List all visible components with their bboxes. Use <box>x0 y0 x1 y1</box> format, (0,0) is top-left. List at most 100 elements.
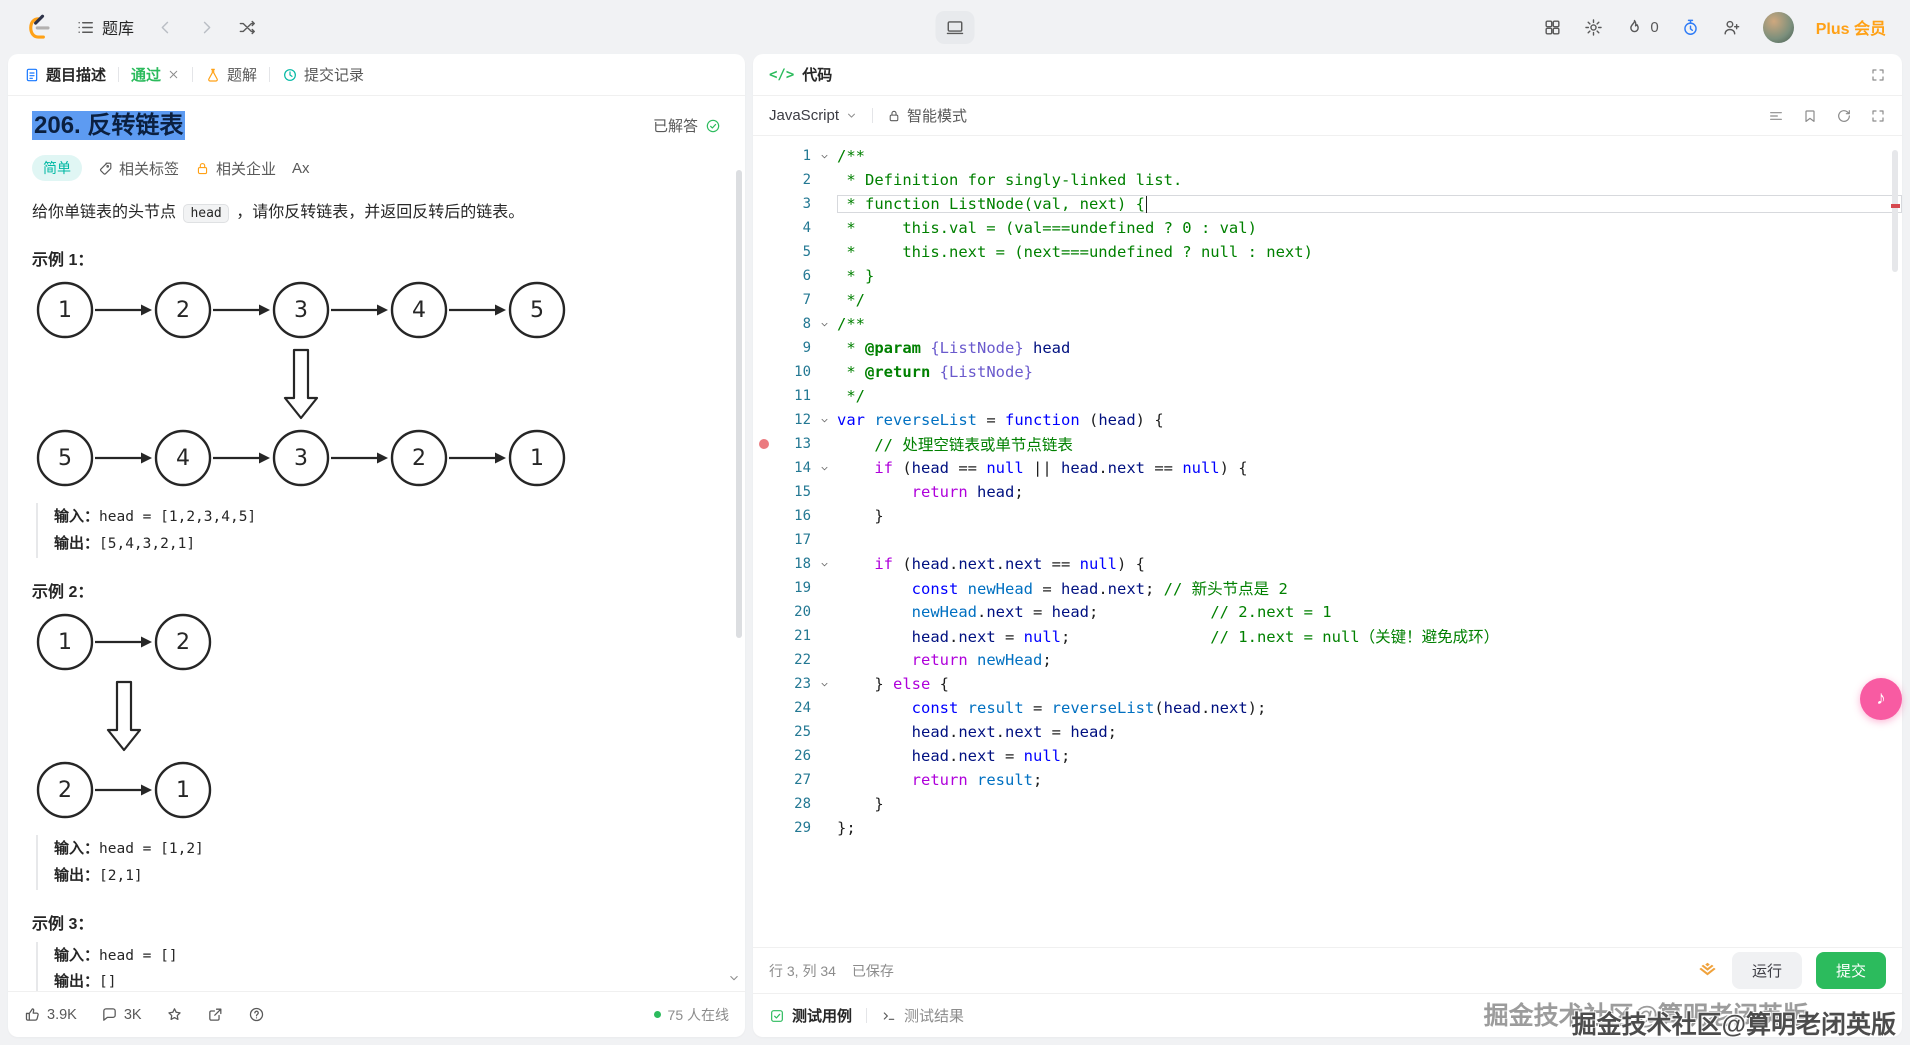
related-companies-button[interactable]: 相关企业 <box>195 158 276 179</box>
code-text: * @return {ListNode} <box>837 363 1033 381</box>
history-icon <box>282 67 298 83</box>
code-line[interactable]: 23 } else { <box>753 672 1902 696</box>
code-line[interactable]: 14 if (head == null || head.next == null… <box>753 456 1902 480</box>
expand-icon[interactable] <box>1870 67 1886 83</box>
code-line[interactable]: 5 * this.next = (next===undefined ? null… <box>753 240 1902 264</box>
code-line[interactable]: 18 if (head.next.next == null) { <box>753 552 1902 576</box>
gear-icon[interactable] <box>1584 18 1603 37</box>
leetcode-logo-icon[interactable] <box>24 12 54 42</box>
streak-count: 0 <box>1650 18 1659 36</box>
code-editor[interactable]: 1/**2 * Definition for singly-linked lis… <box>753 136 1902 947</box>
scroll-down-icon[interactable] <box>727 971 741 985</box>
code-line[interactable]: 8/** <box>753 312 1902 336</box>
code-line[interactable]: 10 * @return {ListNode} <box>753 360 1902 384</box>
avatar[interactable] <box>1762 11 1794 43</box>
difficulty-badge: 简单 <box>32 155 82 182</box>
smart-mode-toggle[interactable]: 智能模式 <box>887 105 967 126</box>
debugger-button[interactable] <box>935 10 975 44</box>
main-content: 题目描述 通过 题解 提交记录 206. 反转链表 已解答 <box>0 54 1910 1037</box>
juejin-icon[interactable] <box>1697 960 1718 981</box>
problem-panel: 题目描述 通过 题解 提交记录 206. 反转链表 已解答 <box>8 54 745 1037</box>
problem-list-button[interactable]: 题库 <box>76 15 134 39</box>
description-text: 给你单链表的头节点 <box>32 204 181 222</box>
star-button[interactable] <box>166 1006 183 1023</box>
tab-accepted[interactable]: 通过 <box>131 64 180 85</box>
comments-button[interactable]: 3K <box>101 1006 142 1023</box>
io-label: 输出： <box>54 973 100 991</box>
line-number: 28 <box>794 796 811 812</box>
cursor-position: 行 3, 列 34 <box>769 962 836 979</box>
help-button[interactable] <box>248 1006 265 1023</box>
code-line[interactable]: 25 head.next.next = head; <box>753 720 1902 744</box>
tab-description[interactable]: 题目描述 <box>24 64 106 85</box>
editor-scrollbar[interactable] <box>1892 150 1898 272</box>
code-line[interactable]: 21 head.next = null; // 1.next = null（关键… <box>753 624 1902 648</box>
thumb-up-icon <box>24 1006 41 1023</box>
code-line[interactable]: 16 } <box>753 504 1902 528</box>
online-dot <box>653 1011 661 1018</box>
example-io: 输入：head = []输出：[] <box>36 941 721 991</box>
plus-member-button[interactable]: Plus 会员 <box>1815 21 1886 38</box>
fold-chevron-icon[interactable] <box>811 559 837 570</box>
reading-settings-button[interactable]: Ax <box>292 160 310 177</box>
code-line[interactable]: 11 */ <box>753 384 1902 408</box>
code-line[interactable]: 19 const newHead = head.next; // 新头节点是 2 <box>753 576 1902 600</box>
code-line[interactable]: 26 head.next = null; <box>753 744 1902 768</box>
related-tags-button[interactable]: 相关标签 <box>98 158 179 179</box>
floating-widget[interactable]: ♪ <box>1860 678 1902 720</box>
tab-submissions[interactable]: 提交记录 <box>282 64 364 85</box>
code-line[interactable]: 4 * this.val = (val===undefined ? 0 : va… <box>753 216 1902 240</box>
fullscreen-icon[interactable] <box>1870 108 1886 124</box>
code-line[interactable]: 27 return result; <box>753 768 1902 792</box>
fold-chevron-icon[interactable] <box>811 319 837 330</box>
close-icon[interactable] <box>167 68 180 81</box>
align-icon[interactable] <box>1768 108 1784 124</box>
code-line[interactable]: 2 * Definition for singly-linked list. <box>753 168 1902 192</box>
code-line[interactable]: 28 } <box>753 792 1902 816</box>
code-line[interactable]: 6 * } <box>753 264 1902 288</box>
code-line[interactable]: 7 */ <box>753 288 1902 312</box>
code-line[interactable]: 3 * function ListNode(val, next) { <box>753 192 1902 216</box>
tab-testresult[interactable]: 测试结果 <box>881 1005 964 1026</box>
code-line[interactable]: 13 // 处理空链表或单节点链表 <box>753 432 1902 456</box>
example-label: 示例 2： <box>32 584 94 602</box>
left-scrollbar[interactable] <box>736 170 742 638</box>
code-line[interactable]: 17 <box>753 528 1902 552</box>
submit-button[interactable]: 提交 <box>1815 952 1886 989</box>
chevron-right-icon[interactable] <box>197 18 216 37</box>
language-selector[interactable]: JavaScript <box>769 107 858 124</box>
tab-testcase[interactable]: 测试用例 <box>769 1005 852 1026</box>
fold-chevron-icon[interactable] <box>811 679 837 690</box>
grid-icon[interactable] <box>1543 18 1562 37</box>
bookmark-icon[interactable] <box>1802 108 1818 124</box>
chevron-left-icon[interactable] <box>156 18 175 37</box>
code-line[interactable]: 15 return head; <box>753 480 1902 504</box>
code-line[interactable]: 29}; <box>753 816 1902 840</box>
person-plus-icon[interactable] <box>1722 18 1741 37</box>
code-text: if (head == null || head.next == null) { <box>874 459 1248 477</box>
fold-chevron-icon[interactable] <box>811 415 837 426</box>
code-line[interactable]: 9 * @param {ListNode} head <box>753 336 1902 360</box>
share-button[interactable] <box>207 1006 224 1023</box>
code-line[interactable]: 24 const result = reverseList(head.next)… <box>753 696 1902 720</box>
streak-counter[interactable]: 0 <box>1625 18 1659 37</box>
io-label: 输入： <box>54 840 100 858</box>
code-line[interactable]: 1/** <box>753 144 1902 168</box>
reset-icon[interactable] <box>1836 108 1852 124</box>
tab-solutions[interactable]: 题解 <box>205 64 257 85</box>
breakpoint-icon[interactable] <box>753 439 775 449</box>
run-button[interactable]: 运行 <box>1731 952 1802 989</box>
code-line[interactable]: 20 newHead.next = head; // 2.next = 1 <box>753 600 1902 624</box>
fold-chevron-icon[interactable] <box>811 463 837 474</box>
page-title: 206. 反转链表 <box>32 110 186 141</box>
code-line[interactable]: 22 return newHead; <box>753 648 1902 672</box>
like-button[interactable]: 3.9K <box>24 1006 77 1023</box>
fold-chevron-icon[interactable] <box>811 151 837 162</box>
topbar-center <box>935 10 975 44</box>
code-text: * this.next = (next===undefined ? null :… <box>837 243 1313 261</box>
code-text: * Definition for singly-linked list. <box>837 171 1183 189</box>
shuffle-icon[interactable] <box>238 18 257 37</box>
stopwatch-icon[interactable] <box>1681 18 1700 37</box>
